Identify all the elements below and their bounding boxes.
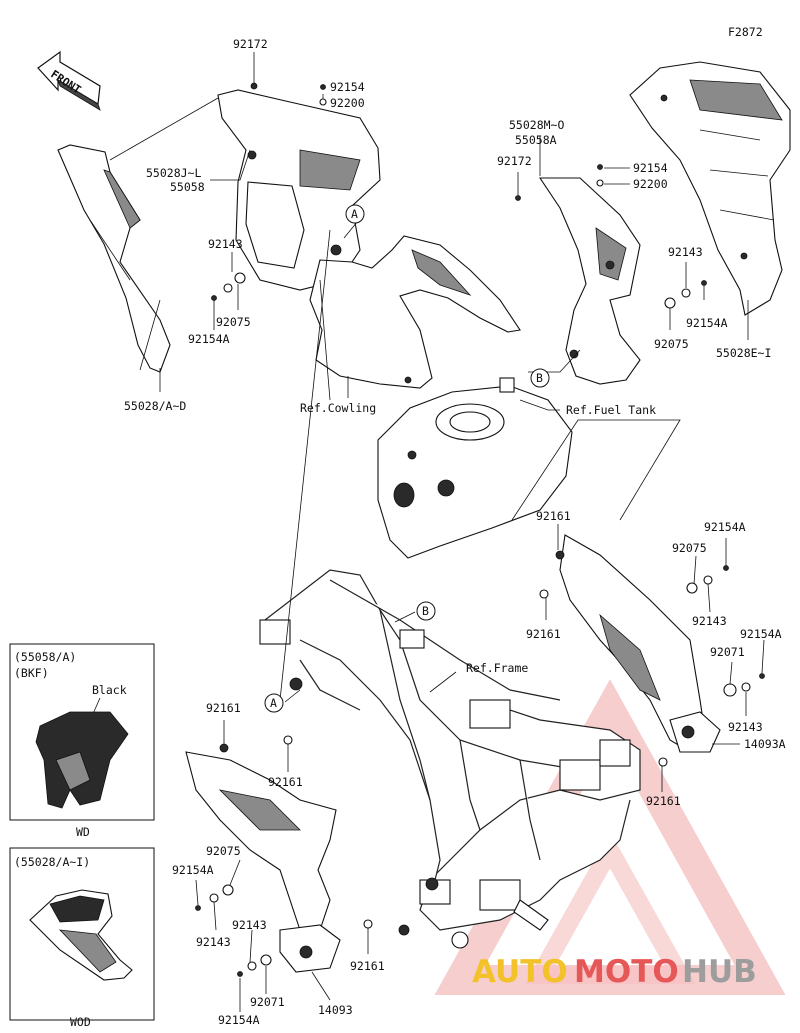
label-92075-left: 92075 xyxy=(216,315,251,329)
label-55028mo: 55028M~O xyxy=(509,118,564,132)
label-92143-e: 92143 xyxy=(196,935,231,949)
label-55028ad: 55028/A~D xyxy=(124,399,186,413)
callout-a-upper: A xyxy=(345,204,365,224)
callout-a-lower: A xyxy=(264,693,284,713)
inset-wd-variant: (BKF) xyxy=(14,666,49,680)
svg-text:B: B xyxy=(422,604,429,618)
figure-code: F2872 xyxy=(728,25,763,39)
fasteners xyxy=(195,82,765,977)
left-side-cover-part xyxy=(57,144,171,373)
label-92075-d: 92075 xyxy=(206,844,241,858)
label-92154a-f: 92154A xyxy=(218,1013,260,1027)
label-92154a-c: 92154A xyxy=(704,520,746,534)
callout-b-lower: B xyxy=(416,601,436,621)
svg-text:A: A xyxy=(351,207,358,221)
label-55028ei: 55028E~I xyxy=(716,346,771,360)
watermark-moto: MOTO xyxy=(574,954,679,990)
svg-text:B: B xyxy=(536,371,543,385)
right-lower-cover-part xyxy=(559,534,721,753)
label-92161-e: 92161 xyxy=(268,775,303,789)
label-92143-c: 92143 xyxy=(692,614,727,628)
label-14093: 14093 xyxy=(318,1003,353,1017)
cowling-reference-part xyxy=(309,235,521,389)
label-55058: 55058 xyxy=(170,180,205,194)
label-92161-b: 92161 xyxy=(526,627,561,641)
inset-wd-color: Black xyxy=(92,683,127,697)
inset-wod: (55028/A~I) WOD xyxy=(9,847,155,1029)
label-92154a-e: 92154A xyxy=(172,863,214,877)
callout-b-upper: B xyxy=(530,368,550,388)
inset-wd: (55058/A) (BKF) Black WD xyxy=(9,643,155,839)
label-55058a: 55058A xyxy=(515,133,557,147)
label-92154a-d: 92154A xyxy=(740,627,782,641)
label-92161-a: 92161 xyxy=(536,509,571,523)
label-ref-fuel-tank: Ref.Fuel Tank xyxy=(566,403,656,417)
watermark-hub: HUB xyxy=(682,954,757,990)
label-92143-f: 92143 xyxy=(232,918,267,932)
label-92161-f: 92161 xyxy=(350,959,385,973)
label-92154-right: 92154 xyxy=(633,161,668,175)
label-92071-left: 92071 xyxy=(250,995,285,1009)
right-side-cover-part xyxy=(629,61,791,316)
svg-text:A: A xyxy=(270,696,277,710)
label-92161-d: 92161 xyxy=(206,701,241,715)
inset-wd-caption: WD xyxy=(76,825,90,839)
label-92200-right: 92200 xyxy=(633,177,668,191)
label-92143-d: 92143 xyxy=(728,720,763,734)
watermark-auto: AUTO xyxy=(472,954,568,990)
upper-right-panel-part xyxy=(538,177,641,385)
inset-wod-caption: WOD xyxy=(70,1015,91,1029)
label-92143-right: 92143 xyxy=(668,245,703,259)
label-92075-right: 92075 xyxy=(654,337,689,351)
label-92143-left: 92143 xyxy=(208,237,243,251)
front-arrow-icon: FRONT xyxy=(37,50,101,111)
label-92071-right: 92071 xyxy=(710,645,745,659)
left-lower-cover-part xyxy=(185,751,341,973)
label-55028jl: 55028J~L xyxy=(146,166,201,180)
frame-reference-part xyxy=(259,569,641,949)
fuel-tank-reference-part xyxy=(377,377,573,559)
label-92075-c: 92075 xyxy=(672,541,707,555)
label-92154a-left: 92154A xyxy=(188,332,230,346)
label-92154-upper: 92154 xyxy=(330,80,365,94)
part-labels: 92172 92154 92200 55028J~L 55058 92143 9… xyxy=(124,37,786,1027)
inset-wd-part: (55058/A) xyxy=(14,650,76,664)
label-ref-frame: Ref.Frame xyxy=(466,661,528,675)
label-92172-upper: 92172 xyxy=(233,37,268,51)
label-92154a-right: 92154A xyxy=(686,316,728,330)
inset-wod-part: (55028/A~I) xyxy=(14,855,90,869)
label-92161-c: 92161 xyxy=(646,794,681,808)
label-92172-right: 92172 xyxy=(497,154,532,168)
label-92200-upper: 92200 xyxy=(330,96,365,110)
label-14093a: 14093A xyxy=(744,737,786,751)
label-ref-cowling: Ref.Cowling xyxy=(300,401,376,415)
upper-left-panel-part xyxy=(217,89,381,291)
